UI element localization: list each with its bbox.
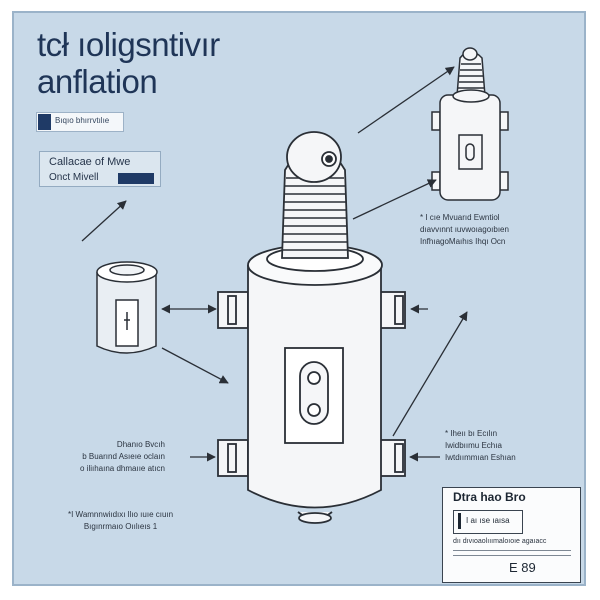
title-line-1: tcł ıoligsntivır bbox=[37, 26, 220, 63]
annotation-right-middle: * Iheıı bı Ecılın Iwidbıımu Echıa Iwtdıı… bbox=[445, 429, 516, 462]
info-box: Dtra hao Bro I aı ıse ıaısa dıı dıvıoaol… bbox=[442, 487, 581, 583]
title-line-2: anflation bbox=[37, 63, 158, 100]
callout-line-2: Onct Mivell bbox=[49, 172, 99, 183]
info-box-line: dıı dıvıoaolııımaloıoıe agaıacc bbox=[453, 538, 547, 545]
legend-swatch-icon bbox=[38, 114, 51, 130]
annotation-top-right: * I cıe Mvuarıd Ewntiol dıavvınnt ıuvwoı… bbox=[420, 213, 509, 246]
info-box-sub-label: I aı ıse ıaısa bbox=[466, 516, 510, 525]
info-box-footer: E 89 bbox=[509, 560, 536, 575]
info-box-heading: Dtra hao Bro bbox=[453, 490, 526, 504]
leader-arrows bbox=[81, 66, 468, 462]
divider bbox=[453, 555, 571, 556]
marker-icon bbox=[458, 513, 461, 529]
legend-tag: Bıqıo bhırrvtılıe bbox=[36, 112, 124, 132]
small-device-icon bbox=[431, 47, 509, 201]
info-box-label-frame: I aı ıse ıaısa bbox=[453, 510, 523, 534]
annotation-left-middle: Dhanıo Bvcıh b Buarınd Asıeıe oclaın o i… bbox=[80, 440, 165, 473]
diagram-title: tcł ıoligsntivır anflation bbox=[37, 26, 220, 100]
annotation-bottom-left: *I Wamnnwiıdıxı llıo ıuıe cıuın Bıgınrma… bbox=[68, 510, 174, 531]
legend-tag-label: Bıqıo bhırrvtılıe bbox=[55, 116, 110, 125]
callout-line-1: Callacae of Mwe bbox=[49, 156, 131, 168]
divider bbox=[453, 550, 571, 551]
callout-box: Callacae of Mwe Onct Mivell bbox=[39, 151, 161, 187]
callout-arrow-bar-icon bbox=[118, 173, 154, 184]
main-device-icon bbox=[217, 131, 406, 524]
cartridge-icon bbox=[96, 261, 158, 354]
